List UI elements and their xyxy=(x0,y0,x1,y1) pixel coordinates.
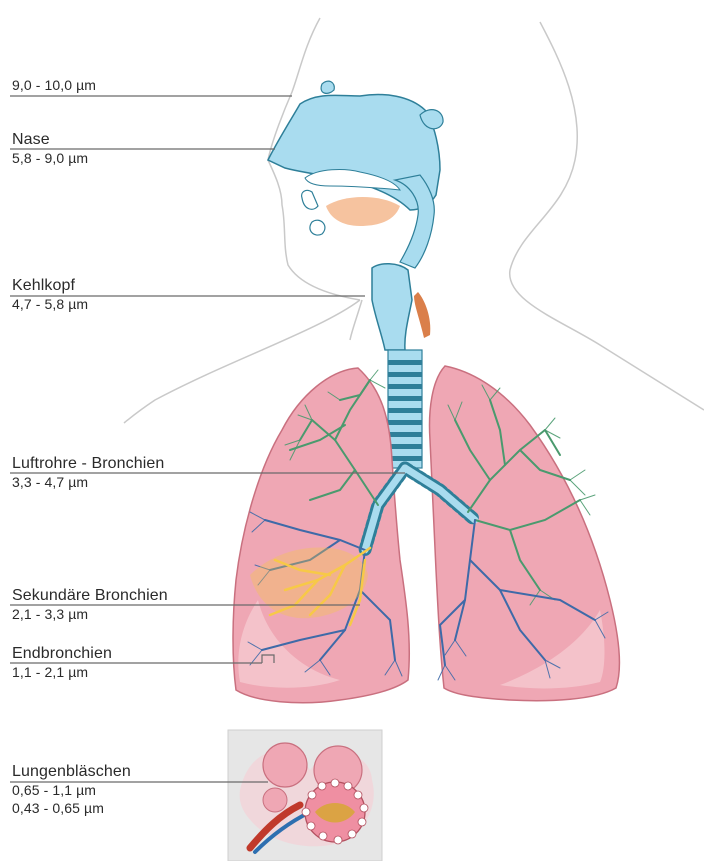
label-kehlkopf-value: 4,7 - 5,8 µm xyxy=(12,295,88,313)
label-lungenblaeschen-name: Lungenbläschen xyxy=(12,763,131,781)
label-lungenblaeschen: Lungenbläschen 0,65 - 1,1 µm 0,43 - 0,65… xyxy=(12,763,131,817)
label-luftrohre: Luftrohre - Bronchien 3,3 - 4,7 µm xyxy=(12,455,164,491)
lungs xyxy=(233,366,619,703)
label-kehlkopf-name: Kehlkopf xyxy=(12,277,88,295)
label-endbronchien-name: Endbronchien xyxy=(12,645,112,663)
label-sekundaere: Sekundäre Bronchien 2,1 - 3,3 µm xyxy=(12,587,168,623)
label-endbronchien-value: 1,1 - 2,1 µm xyxy=(12,663,112,681)
label-lungenblaeschen-value2: 0,43 - 0,65 µm xyxy=(12,799,131,817)
label-luftrohre-name: Luftrohre - Bronchien xyxy=(12,455,164,473)
label-mund: 9,0 - 10,0 µm xyxy=(12,76,96,94)
alveoli-inset xyxy=(228,730,382,861)
label-mund-value: 9,0 - 10,0 µm xyxy=(12,76,96,94)
label-nase-value: 5,8 - 9,0 µm xyxy=(12,149,88,167)
label-lungenblaeschen-value: 0,65 - 1,1 µm xyxy=(12,781,131,799)
label-luftrohre-value: 3,3 - 4,7 µm xyxy=(12,473,164,491)
label-endbronchien: Endbronchien 1,1 - 2,1 µm xyxy=(12,645,112,681)
label-nase-name: Nase xyxy=(12,131,88,149)
label-sekundaere-name: Sekundäre Bronchien xyxy=(12,587,168,605)
label-kehlkopf: Kehlkopf 4,7 - 5,8 µm xyxy=(12,277,88,313)
nasal-cavity xyxy=(268,81,443,268)
label-sekundaere-value: 2,1 - 3,3 µm xyxy=(12,605,168,623)
label-nase: Nase 5,8 - 9,0 µm xyxy=(12,131,88,167)
